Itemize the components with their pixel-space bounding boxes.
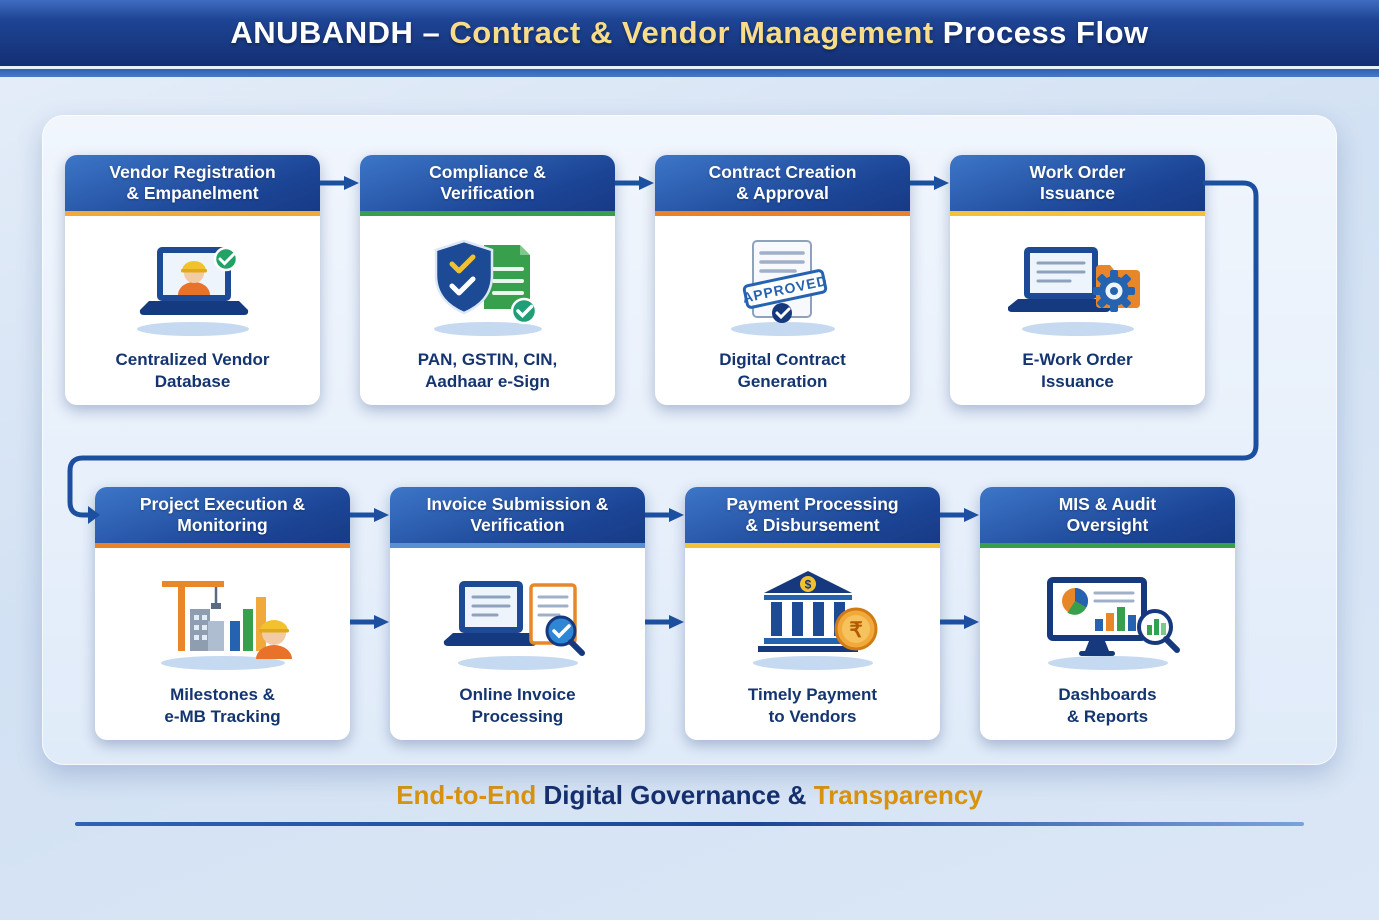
project-execution-icon xyxy=(148,554,298,684)
mis-audit-icon xyxy=(1033,554,1183,684)
flow-arrow xyxy=(940,614,980,630)
flow-arrow xyxy=(645,507,685,523)
contract-approval-icon: APPROVED xyxy=(713,222,853,349)
card-title: Contract Creation & Approval xyxy=(655,155,910,211)
work-order-icon xyxy=(1007,222,1148,349)
flow-arrow xyxy=(910,175,950,191)
card-title: Project Execution & Monitoring xyxy=(95,487,350,543)
card-vendor-registration: Vendor Registration & Empanelment Centra… xyxy=(65,155,320,405)
title-prefix: ANUBANDH – xyxy=(230,15,450,50)
vendor-registration-icon xyxy=(123,222,263,349)
footer-tagline: End-to-End Digital Governance & Transpar… xyxy=(0,780,1379,811)
card-title: MIS & Audit Oversight xyxy=(980,487,1235,543)
flow-arrow xyxy=(940,507,980,523)
card-caption: Timely Payment to Vendors xyxy=(747,684,878,726)
card-caption: Online Invoice Processing xyxy=(459,684,576,726)
card-caption: Dashboards & Reports xyxy=(1058,684,1157,726)
card-work-order: Work Order Issuance xyxy=(950,155,1205,405)
banner-accent-strip xyxy=(0,69,1379,77)
card-payment-processing: Payment Processing & Disbursement $ xyxy=(685,487,940,740)
card-accent-strip xyxy=(980,543,1235,548)
card-accent-strip xyxy=(685,543,940,548)
footer-middle: Digital Governance & xyxy=(536,780,814,810)
card-accent-strip xyxy=(390,543,645,548)
card-project-execution: Project Execution & Monitoring xyxy=(95,487,350,740)
footer-tail: Transparency xyxy=(813,780,983,810)
title-highlight: Contract & Vendor Management xyxy=(449,15,934,50)
process-flow-panel: Vendor Registration & Empanelment Centra… xyxy=(42,115,1337,765)
card-compliance-verification: Compliance & Verification xyxy=(360,155,615,405)
flow-arrow xyxy=(350,507,390,523)
top-banner: ANUBANDH – Contract & Vendor Management … xyxy=(0,0,1379,66)
flow-arrow xyxy=(645,614,685,630)
card-title: Compliance & Verification xyxy=(360,155,615,211)
card-invoice-submission: Invoice Submission & Verification xyxy=(390,487,645,740)
card-caption: Digital Contract Generation xyxy=(719,349,846,391)
page-title: ANUBANDH – Contract & Vendor Management … xyxy=(230,15,1148,51)
banner-separator-line xyxy=(0,66,1379,69)
flow-arrow xyxy=(320,175,360,191)
card-caption: Centralized Vendor Database xyxy=(115,349,270,391)
payment-processing-icon: $ ₹ xyxy=(738,554,888,684)
invoice-verification-icon xyxy=(443,554,593,684)
rupee-coin-symbol: ₹ xyxy=(849,619,862,642)
card-mis-audit: MIS & Audit Oversight xyxy=(980,487,1235,740)
card-title: Vendor Registration & Empanelment xyxy=(65,155,320,211)
card-title: Invoice Submission & Verification xyxy=(390,487,645,543)
flow-arrow xyxy=(615,175,655,191)
card-title: Payment Processing & Disbursement xyxy=(685,487,940,543)
card-caption: Milestones & e-MB Tracking xyxy=(164,684,281,726)
card-caption: E-Work Order Issuance xyxy=(1022,349,1133,391)
footer-divider-line xyxy=(75,822,1304,826)
title-suffix: Process Flow xyxy=(933,15,1149,50)
card-title: Work Order Issuance xyxy=(950,155,1205,211)
bank-coin-symbol: $ xyxy=(804,577,811,591)
card-contract-creation: Contract Creation & Approval APPROVED xyxy=(655,155,910,405)
footer-lead: End-to-End xyxy=(396,780,537,810)
flow-arrow xyxy=(350,614,390,630)
card-accent-strip xyxy=(95,543,350,548)
card-caption: PAN, GSTIN, CIN, Aadhaar e-Sign xyxy=(417,349,558,391)
compliance-verification-icon xyxy=(418,222,558,349)
